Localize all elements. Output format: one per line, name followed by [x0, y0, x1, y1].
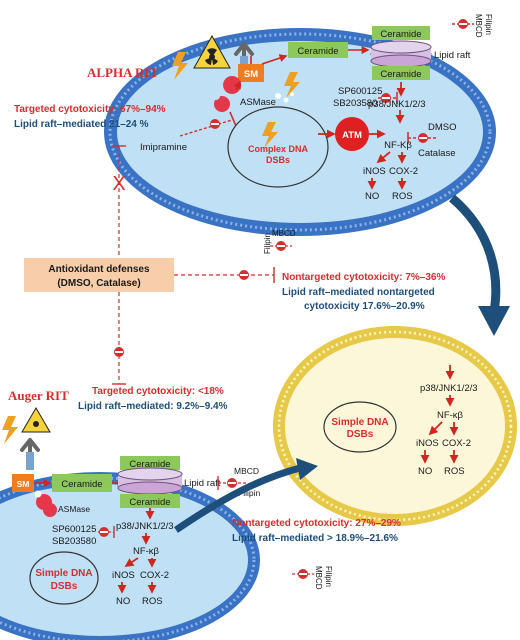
- antioxidant-line1: Antioxidant defenses: [48, 264, 150, 275]
- alpha-cox2-label: COX-2: [389, 166, 418, 177]
- alpha-no-label: NO: [365, 191, 379, 202]
- neighbor-p38-label: p38/JNK1/2/3: [420, 383, 478, 394]
- auger-ros-label: ROS: [142, 596, 163, 607]
- alpha-dsb-line2: DSBs: [266, 155, 290, 165]
- auger-no-label: NO: [116, 596, 130, 607]
- auger-ceramide-box: [52, 474, 112, 492]
- auger-asmase-label: ASMase: [58, 504, 90, 514]
- auger-filipin-label: Filipin: [238, 488, 260, 498]
- nontargeted-alpha-line2: Lipid raft–mediated nontargeted: [282, 287, 435, 298]
- auger-cox2-label: COX-2: [140, 570, 169, 581]
- auger-raft-ceramide-bottom: Ceramide: [129, 497, 170, 508]
- nontargeted-alpha-line3: cytotoxicity 17.6%–20.9%: [304, 301, 425, 312]
- neighbor-dsb-line1: Simple DNA: [331, 417, 388, 428]
- nontargeted-alpha-line1: Nontargeted cytotoxicity: 7%–36%: [282, 272, 445, 283]
- alpha-asmase-label: ASMase: [240, 97, 276, 108]
- alpha-ceramide-box: [288, 42, 348, 58]
- alpha-filipin-label: Filipin: [484, 14, 493, 35]
- auger-ceramide-left: Ceramide: [61, 479, 102, 490]
- neighbor-nfkb-label: NF-κβ: [437, 410, 464, 421]
- nontargeted-auger-filipin: Filipin: [324, 566, 333, 587]
- alpha-dmso-label: DMSO: [428, 122, 457, 133]
- alpha-raft-ceramide-bottom: Ceramide: [380, 69, 421, 80]
- alpha-sp600125-label: SP600125: [338, 86, 382, 97]
- auger-asmase-icon: [34, 490, 57, 517]
- auger-lipid-raft-label: Lipid raft: [184, 478, 221, 489]
- alpha-atm-label: ATM: [342, 130, 362, 141]
- antioxidant-line2: (DMSO, Catalase): [57, 278, 140, 289]
- alpha-inhibition-symbol-icon: [458, 19, 468, 29]
- alpha-lipid-raft: [370, 26, 432, 80]
- alpha-nucleus: [227, 106, 329, 188]
- auger-bystander-arrow: [174, 464, 301, 533]
- auger-antibody-icon: [20, 438, 40, 470]
- alpha-dsb-line1: Complex DNA: [248, 144, 309, 154]
- alpha-ros-label: ROS: [392, 191, 413, 202]
- alpha-nontargeted-filipin: Filipin: [263, 233, 272, 254]
- auger-mbcd-label: MBCD: [234, 466, 259, 476]
- auger-lipid-raft-mediated: Lipid raft–mediated: 9.2%–9.4%: [78, 401, 228, 412]
- alpha-mbcd-label: MBCD: [474, 14, 483, 38]
- nontargeted-auger-line1: Nontargeted cytotoxicity: 27%–29%: [232, 518, 401, 529]
- alpha-sb203580-label: SB203580: [333, 98, 377, 109]
- auger-nucleus: [29, 551, 99, 605]
- alpha-p38-label: p38/JNK1/2/3: [368, 99, 426, 110]
- alpha-raft-ceramide-top: Ceramide: [380, 29, 421, 40]
- auger-sm-label: SM: [17, 479, 30, 489]
- alpha-inner-lightning-icon: [284, 72, 300, 98]
- alpha-radiation-trefoil-icon: [193, 34, 231, 69]
- auger-title: Auger RIT: [8, 388, 69, 403]
- alpha-lipid-raft-label: Lipid raft: [434, 50, 471, 61]
- neighbor-nucleus: [323, 401, 397, 453]
- alpha-sm-label: SM: [244, 69, 258, 80]
- auger-nfkb-label: NF-κβ: [133, 546, 160, 557]
- auger-radiation-trefoil-icon: [21, 407, 51, 433]
- nontargeted-auger-mbcd: MBCD: [314, 566, 323, 590]
- alpha-catalase-label: Catalase: [418, 148, 456, 159]
- auger-dsb-line2: DSBs: [51, 581, 78, 592]
- alpha-nfkb-label: NF-Kβ: [384, 140, 412, 151]
- auger-sp600125-label: SP600125: [52, 524, 96, 535]
- nontargeted-auger-line2: Lipid raft–mediated > 18.9%–21.6%: [232, 533, 398, 544]
- alpha-nontargeted-mbcd: MBCD: [272, 229, 296, 238]
- alpha-title: ALPHA RIT: [87, 65, 158, 80]
- auger-dsb-line1: Simple DNA: [35, 568, 92, 579]
- alpha-inos-label: iNOS: [363, 166, 386, 177]
- alpha-lightning-bolt-icon: [172, 52, 188, 80]
- auger-raft-ceramide-top: Ceramide: [129, 459, 170, 470]
- blocked-x-mark: X: [112, 173, 125, 195]
- alpha-ceramide-label: Ceramide: [297, 46, 338, 57]
- antioxidant-box: [24, 258, 174, 292]
- auger-targeted-cytotoxicity: Targeted cytotoxicity: <18%: [92, 386, 224, 397]
- alpha-targeted-cytotoxicity: Targeted cytotoxicity: 67%–94%: [14, 104, 166, 115]
- auger-sm-box: [12, 474, 34, 492]
- auger-inos-label: iNOS: [112, 570, 135, 581]
- alpha-atm-node: [335, 117, 369, 151]
- alpha-sm-box: [238, 64, 264, 82]
- neighbor-no-label: NO: [418, 466, 432, 477]
- auger-sb203580-label: SB203580: [52, 536, 96, 547]
- alpha-bystander-arrow: [449, 194, 501, 313]
- auger-lightning-bolt-icon: [2, 416, 18, 444]
- imipramine-label: Imipramine: [140, 142, 187, 153]
- auger-p38-label: p38/JNK1/2/3: [116, 521, 174, 532]
- neighbor-ros-label: ROS: [444, 466, 465, 477]
- auger-lipid-raft: [117, 456, 183, 508]
- neighbor-inos-label: iNOS: [416, 438, 439, 449]
- neighbor-cox2-label: COX-2: [442, 438, 471, 449]
- neighbor-dsb-line2: DSBs: [347, 429, 374, 440]
- alpha-lipid-raft-mediated: Lipid raft–mediated 21–24 %: [14, 119, 149, 130]
